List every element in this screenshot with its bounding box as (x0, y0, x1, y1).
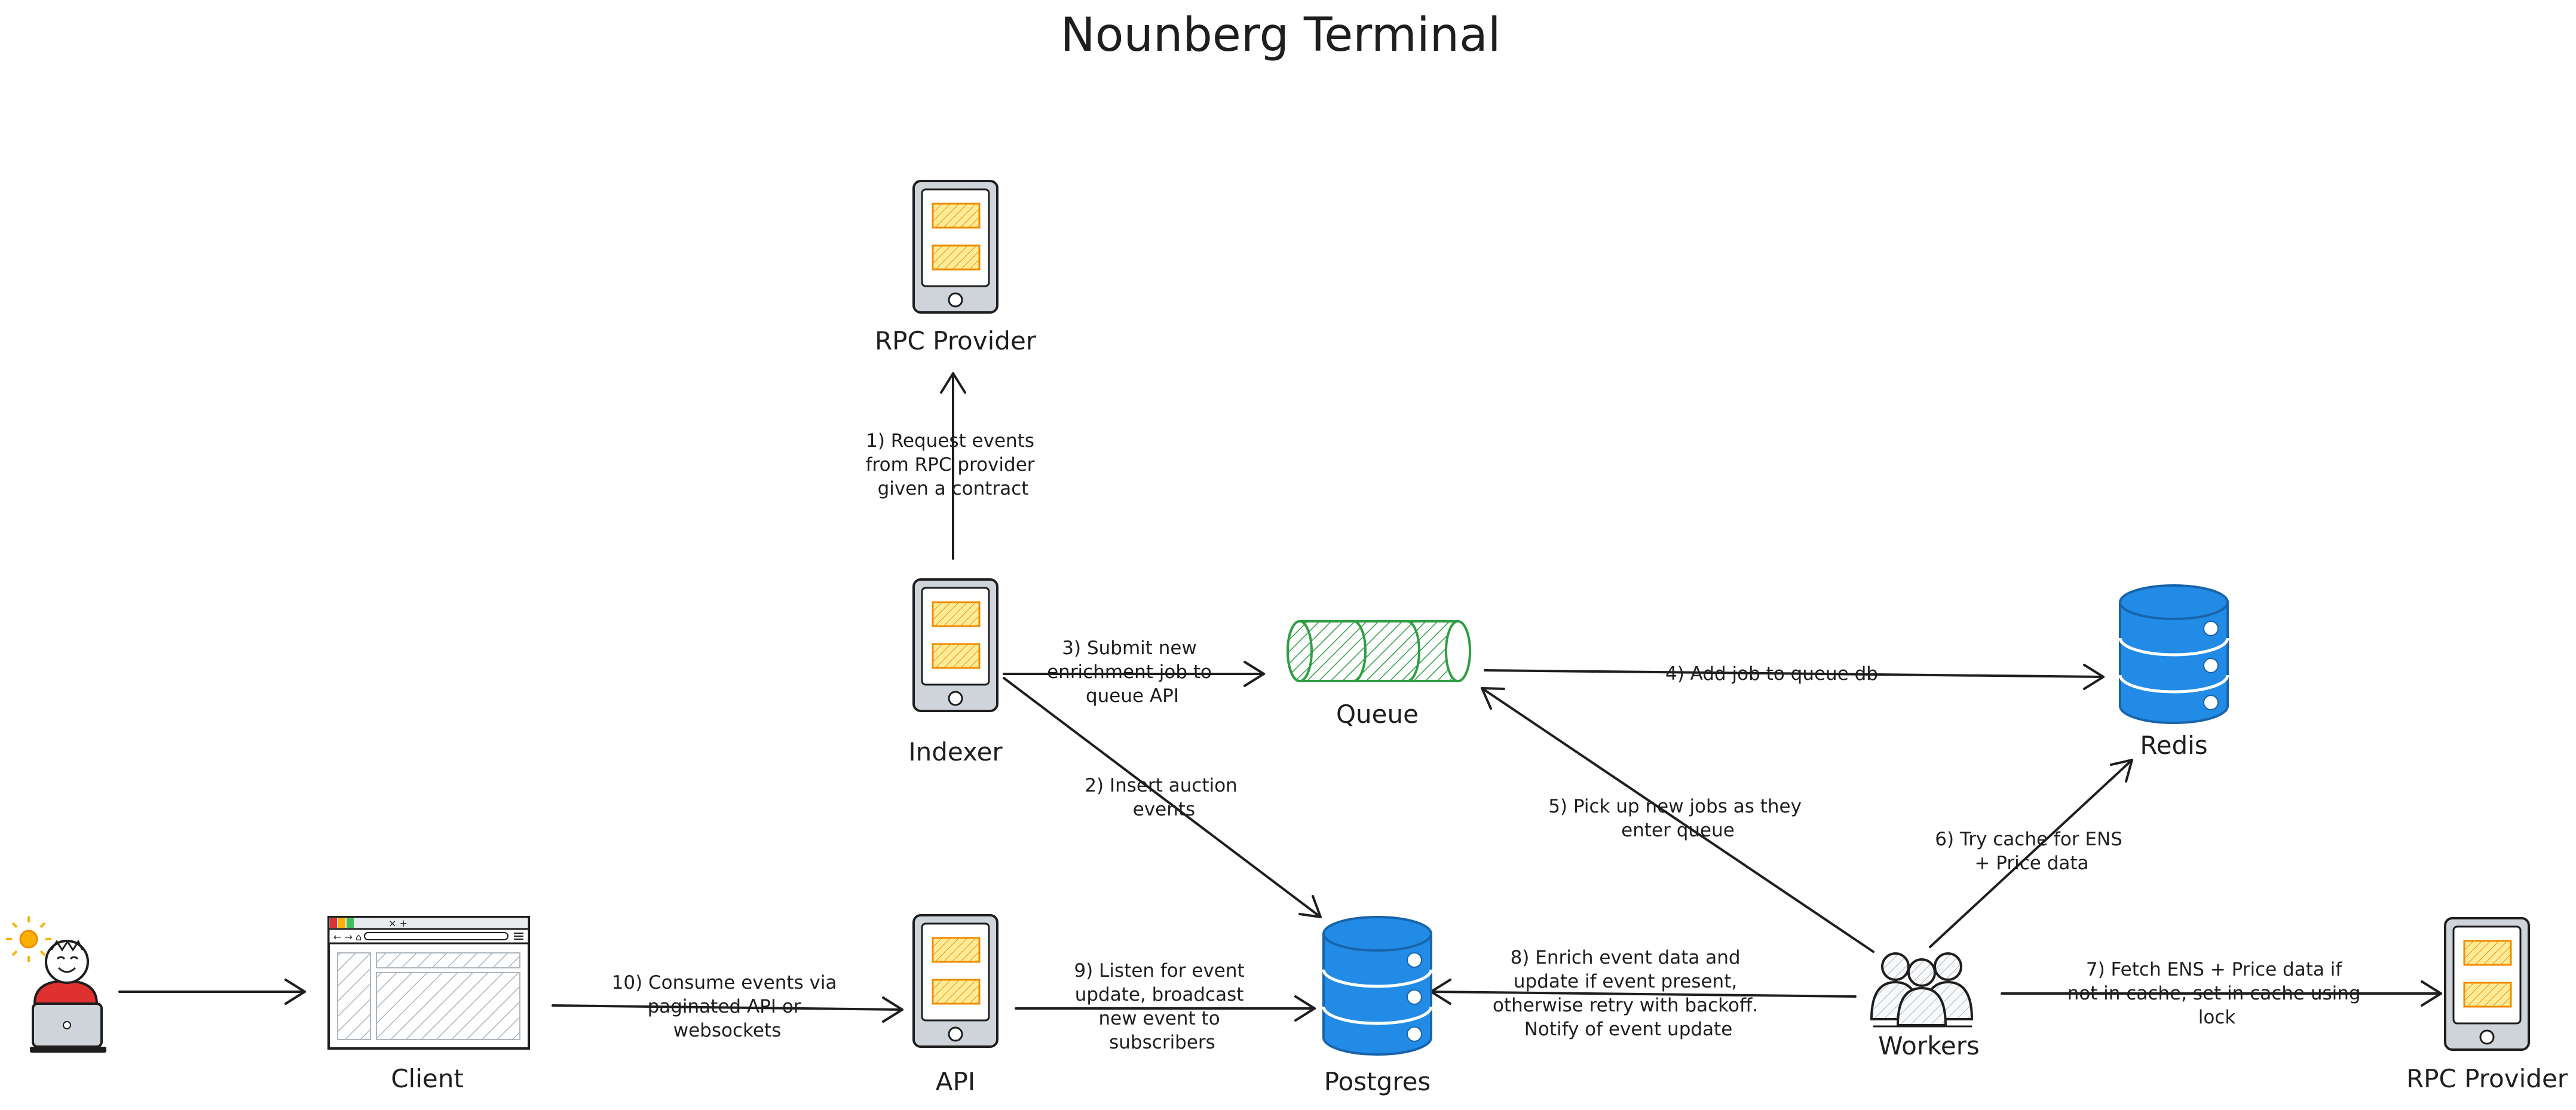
edge-label-3: 3) Submit new enrichment job to queue AP… (1047, 637, 1218, 707)
client-label: Client (391, 1064, 464, 1093)
indexer-node: Indexer (908, 578, 1003, 766)
workers-node: Workers (1870, 952, 1980, 1060)
server-icon (912, 578, 998, 712)
workers-group-icon (1870, 952, 1973, 1028)
rpc-provider-right-node: RPC Provider (2406, 917, 2568, 1093)
edge-queue-redis (1484, 664, 2105, 690)
indexer-label: Indexer (908, 737, 1003, 766)
edge-workers-redis (1929, 759, 2133, 948)
redis-label: Redis (2140, 731, 2207, 760)
edge-label-5: 5) Pick up new jobs as they enter queue (1548, 796, 1808, 841)
user-node (6, 916, 106, 1053)
rpc-provider-right-label: RPC Provider (2406, 1064, 2568, 1093)
edge-indexer-postgres (1003, 677, 1322, 918)
workers-label: Workers (1878, 1031, 1980, 1060)
api-node: API (912, 914, 998, 1096)
sun-icon (6, 916, 51, 962)
edge-label-1: 1) Request events from RPC provider give… (866, 430, 1041, 499)
database-icon (1324, 917, 1431, 1054)
edge-user-client (118, 979, 306, 1005)
edge-client-api (552, 996, 903, 1023)
database-icon (2120, 585, 2228, 723)
postgres-label: Postgres (1324, 1067, 1431, 1096)
edge-label-7: 7) Fetch ENS + Price data if not in cach… (2067, 959, 2367, 1028)
browser-window-icon: × + ← → ⌂ (327, 916, 530, 1050)
server-icon (912, 180, 998, 314)
edge-workers-rpc (2001, 980, 2442, 1007)
edge-api-postgres (1015, 995, 1316, 1022)
queue-node: Queue (1287, 620, 1471, 729)
client-node: × + ← → ⌂ Client (327, 916, 530, 1093)
server-icon (2444, 917, 2530, 1051)
edge-indexer-queue (1003, 661, 1265, 687)
redis-node: Redis (2120, 585, 2228, 760)
edge-indexer-rpc (940, 372, 966, 560)
queue-cylinder-icon (1287, 620, 1471, 682)
edge-label-2: 2) Insert auction events (1085, 775, 1243, 820)
edge-label-10: 10) Consume events via paginated API or … (612, 972, 843, 1041)
edge-label-9: 9) Listen for event update, broadcast ne… (1074, 960, 1250, 1053)
edge-label-8: 8) Enrich event data and update if event… (1493, 947, 1764, 1040)
svg-text:× +: × + (388, 918, 408, 929)
rpc-provider-top-label: RPC Provider (875, 326, 1037, 355)
edge-label-6: 6) Try cache for ENS + Price data (1935, 829, 2128, 874)
api-label: API (936, 1067, 975, 1096)
edge-workers-queue (1481, 687, 1874, 953)
postgres-node: Postgres (1324, 917, 1431, 1096)
server-icon (912, 914, 998, 1048)
user-at-laptop-icon (6, 916, 106, 1053)
edge-label-4: 4) Add job to queue db (1665, 663, 1878, 685)
queue-label: Queue (1336, 700, 1419, 729)
svg-text:← → ⌂: ← → ⌂ (333, 931, 362, 943)
diagram-title: Nounberg Terminal (1060, 8, 1500, 62)
rpc-provider-top-node: RPC Provider (875, 180, 1037, 355)
